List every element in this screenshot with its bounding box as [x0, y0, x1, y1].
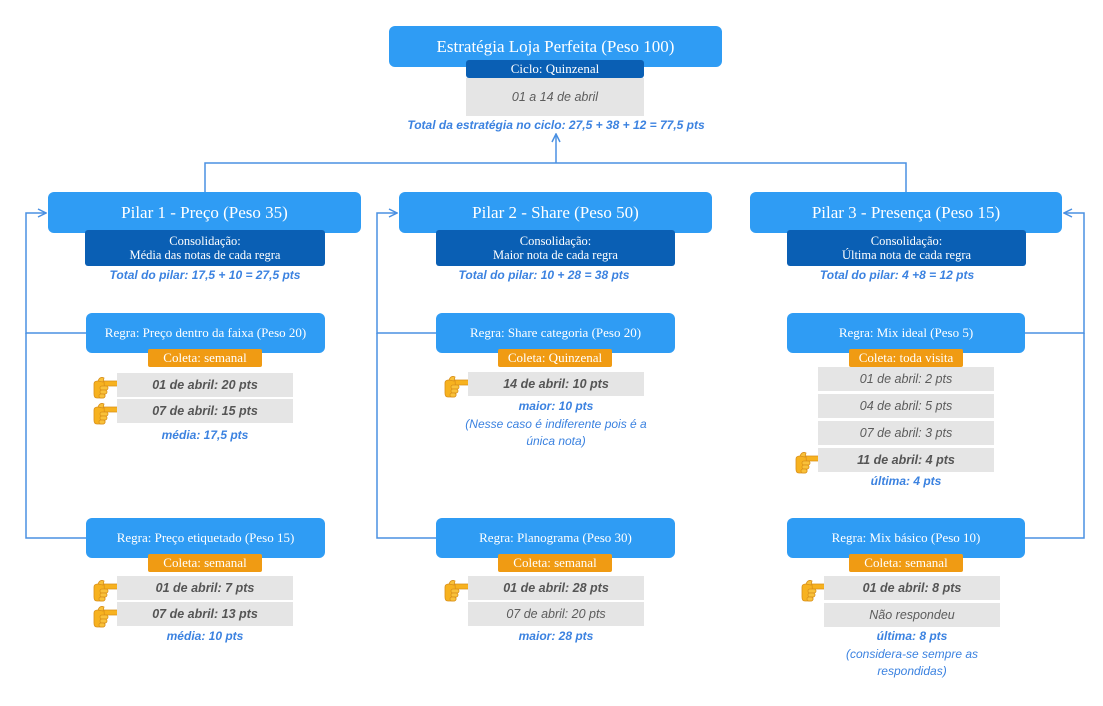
p1-rule1-collection: Coleta: semanal: [148, 349, 262, 367]
p3-rule1-entry-1: 01 de abril: 2 pts: [818, 367, 994, 391]
pillar-1-consolidation: Consolidação: Média das notas de cada re…: [85, 230, 325, 266]
p1-rule2-result: média: 10 pts: [166, 629, 244, 643]
p2-rule2-entry-2: 07 de abril: 20 pts: [468, 602, 644, 626]
p2-rule1-title: Regra: Share categoria (Peso 20): [436, 313, 675, 353]
strategy-total: Total da estratégia no ciclo: 27,5 + 38 …: [407, 118, 705, 132]
p1-rule2-collection: Coleta: semanal: [148, 554, 262, 572]
pillar-1-title: Pilar 1 - Preço (Peso 35): [48, 192, 361, 233]
connector-p2-rule1: [376, 213, 436, 334]
p2-rule1-entry-1: 14 de abril: 10 pts: [468, 372, 644, 396]
p3-rule2-entry-2: Não respondeu: [824, 603, 1000, 627]
pillar-3-total: Total do pilar: 4 +8 = 12 pts: [819, 268, 975, 282]
pillar-3-consolidation-rule: Última nota de cada regra: [841, 248, 972, 262]
strategy-period: 01 a 14 de abril: [466, 78, 644, 116]
pillar-1-consolidation-label: Consolidação:: [169, 234, 241, 248]
p1-rule2-title: Regra: Preço etiquetado (Peso 15): [86, 518, 325, 558]
pillar-2-consolidation-label: Consolidação:: [519, 234, 592, 248]
p3-rule2-collection: Coleta: semanal: [849, 554, 963, 572]
pillar-2-consolidation-rule: Maior nota de cada regra: [493, 248, 618, 262]
p1-rule1-result: média: 17,5 pts: [161, 428, 249, 442]
p3-rule1-entry-2: 04 de abril: 5 pts: [818, 394, 994, 418]
p2-rule2-title: Regra: Planograma (Peso 30): [436, 518, 675, 558]
pillar-1-total: Total do pilar: 17,5 + 10 = 27,5 pts: [109, 268, 301, 282]
p1-rule1-title: Regra: Preço dentro da faixa (Peso 20): [86, 313, 325, 353]
strategy-cycle-label: Ciclo: Quinzenal: [510, 61, 600, 76]
p2-rule2-collection: Coleta: semanal: [498, 554, 612, 572]
p3-rule1-collection: Coleta: toda visita: [849, 349, 963, 367]
connector-p1-rule1: [25, 213, 86, 334]
pillar-3-consolidation-label: Consolidação:: [870, 234, 943, 248]
p3-rule1-title: Regra: Mix ideal (Peso 5): [787, 313, 1025, 353]
pillar-2-consolidation: Consolidação: Maior nota de cada regra: [436, 230, 675, 266]
p2-rule1-collection: Coleta: Quinzenal: [498, 349, 612, 367]
p3-rule2-note: (considera-se sempre as respondidas): [845, 647, 979, 678]
p3-rule1-entry-3: 07 de abril: 3 pts: [818, 421, 994, 445]
p2-rule2-entry-1: 01 de abril: 28 pts: [468, 576, 644, 600]
p2-rule1-result: maior: 10 pts: [518, 399, 594, 413]
pillar-2-title: Pilar 2 - Share (Peso 50): [399, 192, 712, 233]
p1-rule2-entry-1: 01 de abril: 7 pts: [117, 576, 293, 600]
p1-rule1-entry-2: 07 de abril: 15 pts: [117, 399, 293, 423]
strategy-cycle: Ciclo: Quinzenal: [466, 60, 644, 78]
pillar-1-consolidation-rule: Média das notas de cada regra: [129, 248, 281, 262]
connector-p3-rule2: [1025, 333, 1085, 539]
p3-rule2-result: última: 8 pts: [876, 629, 948, 643]
p3-rule2-entry-1: 01 de abril: 8 pts: [824, 576, 1000, 600]
p3-rule1-entry-4: 11 de abril: 4 pts: [818, 448, 994, 472]
pillar-3-consolidation: Consolidação: Última nota de cada regra: [787, 230, 1026, 266]
pillar-2-total: Total do pilar: 10 + 28 = 38 pts: [458, 268, 630, 282]
p1-rule2-entry-2: 07 de abril: 13 pts: [117, 602, 293, 626]
p2-rule2-result: maior: 28 pts: [518, 629, 594, 643]
p2-rule1-note: (Nesse caso é indiferente pois é a única…: [465, 417, 647, 448]
p3-rule1-result: última: 4 pts: [870, 474, 942, 488]
connector-p3-rule1: [1025, 213, 1085, 334]
connector-p2-rule2: [376, 333, 436, 539]
pillar-3-title: Pilar 3 - Presença (Peso 15): [750, 192, 1062, 233]
p3-rule2-title: Regra: Mix básico (Peso 10): [787, 518, 1025, 558]
connector-pillars-to-strategy: [204, 162, 907, 192]
p1-rule1-entry-1: 01 de abril: 20 pts: [117, 373, 293, 397]
connector-p1-rule2: [25, 333, 86, 539]
